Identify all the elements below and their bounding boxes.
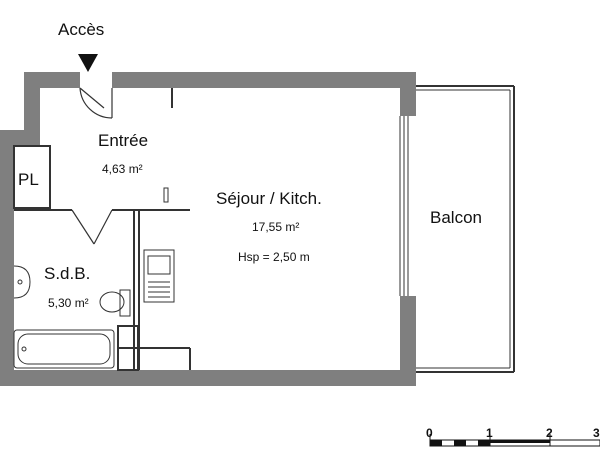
room-name-placard: PL (18, 170, 39, 189)
room-name-sdb: S.d.B. (44, 264, 91, 283)
wall-left-upper (24, 72, 40, 132)
room-name-entree: Entrée (98, 131, 149, 150)
scale-tick-0: 0 (426, 426, 433, 440)
scale-tick-1: 1 (486, 426, 493, 440)
room-area-sdb: 5,30 m² (48, 296, 89, 310)
bathtub (13, 329, 115, 369)
wall-top-right (112, 72, 416, 88)
entrance-door-swing (79, 87, 113, 119)
sdb-door-swing (93, 209, 113, 245)
scale-tick-3: 3 (593, 426, 600, 440)
walls (0, 72, 416, 386)
sdb-door-leaf (71, 209, 95, 245)
room-name-balcon: Balcon (430, 208, 482, 227)
access-arrow-icon (78, 54, 98, 72)
placard-outline (13, 145, 51, 209)
room-area-sejour: 17,55 m² (252, 220, 300, 234)
access-label: Accès (58, 20, 105, 39)
balcony-outline (416, 85, 515, 373)
room-height-sejour: Hsp = 2,50 m (238, 250, 310, 264)
wall-bottom (0, 370, 415, 386)
partitions (13, 88, 191, 371)
wall-right-upper (400, 72, 416, 116)
wall-right-lower (400, 296, 416, 386)
wall-left-outer (0, 130, 14, 386)
toilet-bowl (99, 291, 125, 313)
balcony-window (399, 116, 409, 296)
room-area-entree: 4,63 m² (102, 162, 143, 176)
toilet-tank (119, 289, 131, 317)
scale-bar (429, 434, 600, 447)
doors (71, 87, 113, 245)
kitchen-sink (143, 249, 175, 303)
room-name-sejour: Séjour / Kitch. (216, 189, 322, 208)
washbasin (13, 265, 31, 299)
scale-tick-2: 2 (546, 426, 553, 440)
fixtures (13, 187, 175, 369)
